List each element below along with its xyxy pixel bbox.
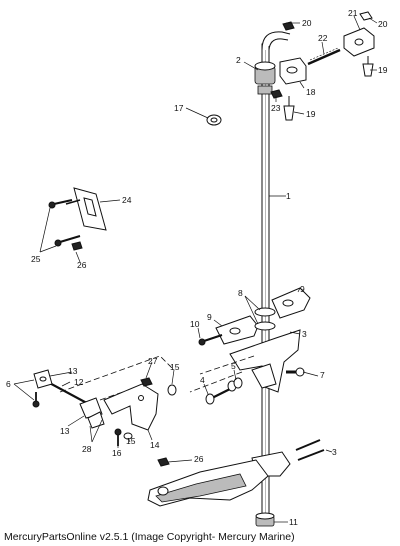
callout-17: 17: [174, 103, 184, 113]
callout-9: 9: [207, 312, 212, 322]
alignment-line: [199, 355, 255, 375]
callout-8: 8: [238, 288, 243, 298]
shift-lever: [229, 329, 301, 393]
alignment-line: [59, 355, 173, 393]
image-credit-footer: MercuryPartsOnline v2.5.1 (Image Copyrig…: [4, 531, 295, 543]
callout-22: 22: [318, 33, 328, 43]
screw: [32, 392, 40, 408]
callout-9: 9: [300, 284, 305, 294]
callout-28: 28: [82, 444, 92, 454]
shaft-collar: [257, 85, 273, 95]
washer: [254, 307, 276, 317]
clamp-arm: [215, 315, 259, 345]
screw: [114, 428, 122, 446]
callout-19: 19: [378, 65, 388, 75]
callout-24: 24: [122, 195, 132, 205]
callout-19: 19: [306, 109, 316, 119]
link-block: [343, 27, 375, 57]
callout-15: 15: [126, 436, 136, 446]
leader-lines: [13, 15, 378, 523]
bottom-bushing: [255, 512, 275, 527]
callout-20: 20: [302, 18, 312, 28]
callout-13: 13: [68, 366, 78, 376]
threaded-stud: [307, 47, 341, 66]
nut: [140, 377, 153, 387]
screw: [54, 235, 81, 247]
washer: [254, 321, 276, 331]
nut: [71, 241, 83, 251]
callout-21: 21: [348, 8, 358, 18]
callout-26: 26: [194, 454, 204, 464]
callout-20: 20: [378, 19, 388, 29]
upper-lever-block: [279, 57, 307, 85]
alignment-line: [189, 371, 243, 393]
ball-stud: [286, 367, 305, 377]
washer: [123, 432, 133, 440]
callout-12: 12: [74, 377, 84, 387]
callout-26: 26: [77, 260, 87, 270]
nut: [270, 89, 283, 99]
pin: [295, 439, 325, 461]
callout-27: 27: [148, 356, 158, 366]
callout-6: 6: [6, 379, 11, 389]
screw: [198, 334, 223, 346]
callout-14: 14: [150, 440, 160, 450]
callout-16: 16: [112, 448, 122, 458]
clamp-arm: [271, 287, 311, 319]
shaft-bushing: [254, 61, 276, 85]
screw: [48, 199, 73, 209]
nut: [157, 457, 170, 467]
callout-18: 18: [306, 87, 316, 97]
callout-3: 3: [332, 447, 337, 457]
callout-10: 10: [190, 319, 200, 329]
mounting-bracket: [65, 187, 107, 231]
callout-2: 2: [236, 55, 241, 65]
callout-4: 4: [200, 375, 205, 385]
lower-bracket-plate: [103, 383, 159, 431]
link-rod: [33, 369, 103, 419]
vertical-shaft: [261, 31, 291, 523]
callout-7: 7: [320, 370, 325, 380]
callout-5: 5: [231, 361, 236, 371]
callout-1: 1: [286, 191, 291, 201]
callout-23: 23: [271, 103, 281, 113]
callout-labels: 1 2 3 3 4 5 6 7 8 9 9 10 11 12 13 13 14 …: [6, 8, 388, 527]
callout-25: 25: [31, 254, 41, 264]
washer: [233, 377, 243, 389]
callout-3: 3: [302, 329, 307, 339]
washer: [167, 384, 177, 396]
callout-11: 11: [289, 517, 298, 527]
callout-13: 13: [60, 426, 70, 436]
ball-joint: [283, 96, 295, 121]
lower-arm: [147, 459, 269, 507]
ball-joint: [362, 56, 374, 77]
callout-15: 15: [170, 362, 180, 372]
